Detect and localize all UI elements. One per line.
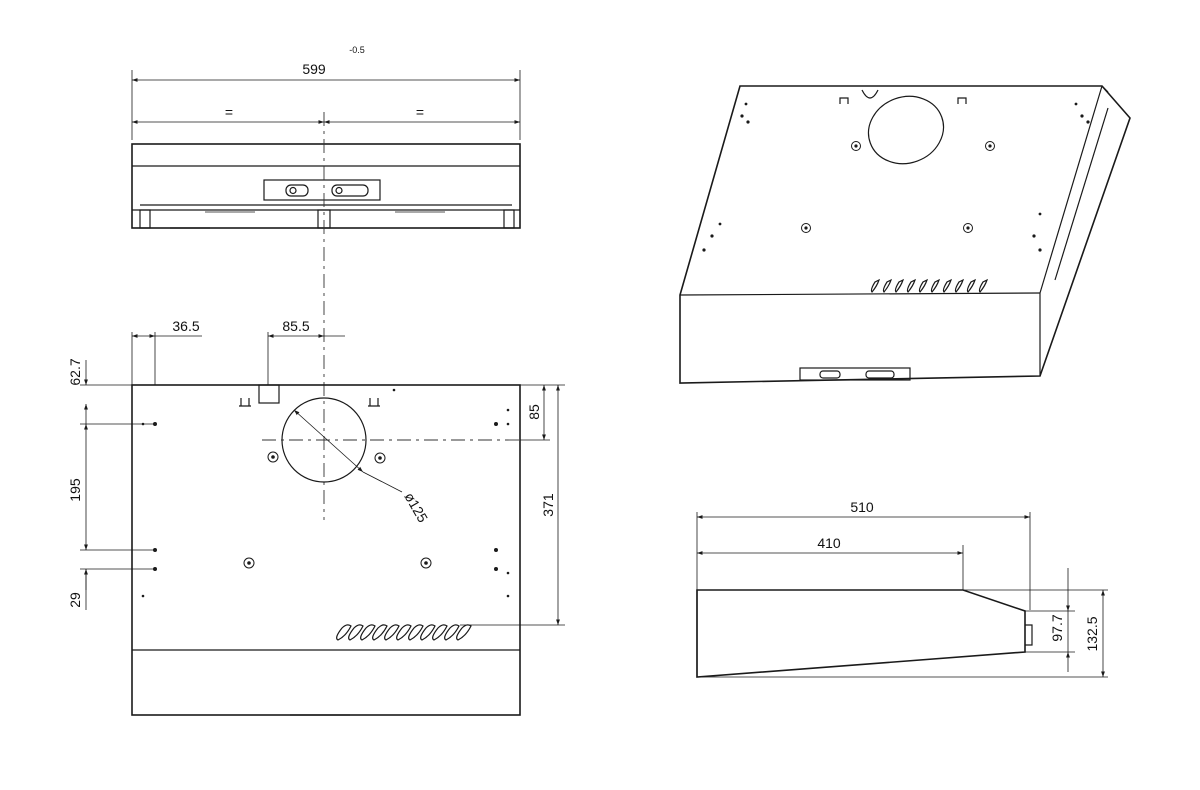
offset-left-label: 36.5 [172, 318, 199, 334]
half-right-label: = [416, 104, 424, 120]
bottom-offset-label: 29 [67, 592, 83, 608]
duct-diameter-label: ø125 [401, 490, 431, 526]
side-view: 510 410 97.7 132.5 [696, 499, 1108, 678]
side-top-label: 410 [817, 535, 841, 551]
duct-offset-label: 85 [526, 404, 542, 420]
top-offset-label: 62.7 [67, 358, 83, 385]
side-front-height-label: 97.7 [1049, 614, 1065, 641]
side-depth-label: 510 [850, 499, 874, 515]
depth-label: 371 [540, 493, 556, 517]
half-left-label: = [225, 104, 233, 120]
front-view: 599 -0.5 = = [131, 45, 521, 229]
spacing-label: 195 [67, 478, 83, 502]
offset-center-label: 85.5 [282, 318, 309, 334]
plan-view: 36.5 85.5 ø125 [67, 318, 565, 716]
isometric-view [679, 85, 1131, 384]
width-label: 599 [302, 61, 326, 77]
vent-slots [336, 624, 472, 641]
tolerance-label: -0.5 [349, 45, 365, 55]
side-back-height-label: 132.5 [1084, 616, 1100, 651]
